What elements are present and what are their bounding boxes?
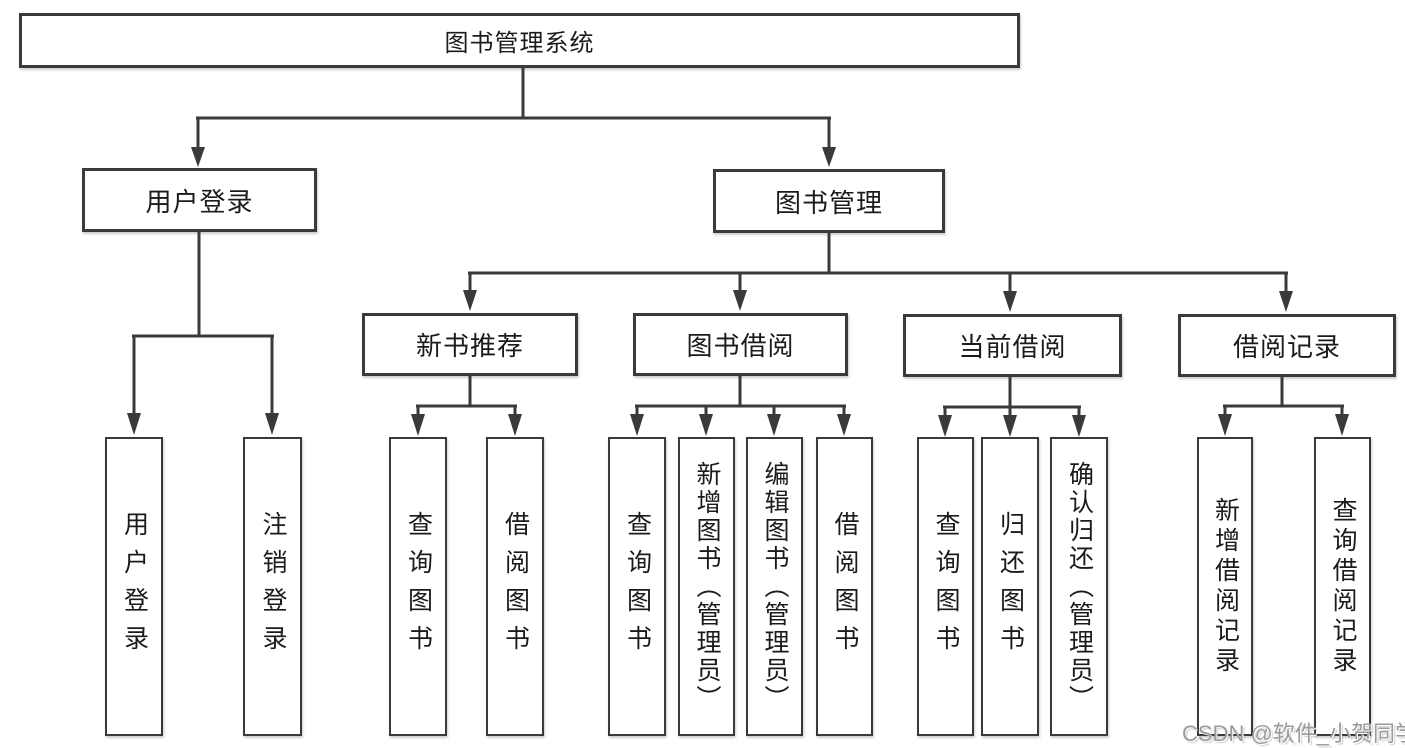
- arrowhead-down-icon: [463, 290, 477, 311]
- node-label: 借阅记录: [1232, 332, 1341, 362]
- node-label: 借阅图书: [501, 510, 530, 663]
- node-query-borrow-record: 查询借阅记录: [1314, 437, 1371, 736]
- node-add-borrow-record: 新增借阅记录: [1197, 437, 1253, 736]
- node-label: 新书推荐: [415, 331, 524, 361]
- connector-user-login-to-children: [127, 232, 279, 435]
- node-label: 查询借阅记录: [1329, 496, 1357, 677]
- arrowhead-down-icon: [1279, 291, 1293, 312]
- node-edit-books-admin: 编辑图书（管理员）: [746, 437, 803, 736]
- arrowhead-down-icon: [127, 413, 141, 435]
- arrowhead-down-icon: [191, 147, 205, 167]
- node-query-books: 查询图书: [608, 437, 666, 736]
- connector-root-to-level2: [191, 68, 836, 167]
- node-current-borrow: 当前借阅: [903, 314, 1122, 377]
- node-logout: 注销登录: [243, 437, 302, 736]
- node-label: 查询图书: [623, 510, 652, 663]
- node-query-books: 查询图书: [389, 437, 447, 736]
- node-label: 当前借阅: [958, 332, 1067, 362]
- connector-book-mgmt-to-level3: [463, 233, 1293, 312]
- node-query-books: 查询图书: [917, 437, 974, 736]
- node-user-login-leaf: 用户登录: [105, 437, 163, 736]
- arrowhead-down-icon: [1335, 414, 1349, 436]
- node-new-book-recommend: 新书推荐: [362, 313, 578, 376]
- node-label: 新增借阅记录: [1211, 496, 1240, 677]
- node-label: 归还图书: [996, 510, 1025, 663]
- node-borrow-records: 借阅记录: [1178, 314, 1396, 377]
- node-label: 新增图书（管理员）: [693, 460, 721, 713]
- node-label: 确认归还（管理员）: [1065, 460, 1094, 713]
- arrowhead-down-icon: [1072, 415, 1086, 437]
- node-label: 注销登录: [259, 510, 287, 663]
- node-borrow-books: 借阅图书: [816, 437, 873, 736]
- connector-borrow-to-children: [630, 376, 851, 436]
- connector-current-to-children: [938, 377, 1086, 437]
- arrowhead-down-icon: [508, 414, 522, 436]
- node-add-books-admin: 新增图书（管理员）: [678, 437, 735, 736]
- arrowhead-down-icon: [1003, 415, 1017, 437]
- node-label: 图书借阅: [686, 331, 795, 361]
- arrowhead-down-icon: [767, 414, 781, 436]
- arrowhead-down-icon: [938, 415, 952, 437]
- node-label: 查询图书: [932, 510, 960, 663]
- node-label: 查询图书: [404, 510, 433, 663]
- node-book-borrow: 图书借阅: [633, 313, 848, 376]
- node-book-management: 图书管理: [713, 169, 945, 233]
- connector-records-to-children: [1218, 377, 1349, 436]
- arrowhead-down-icon: [699, 414, 713, 436]
- arrowhead-down-icon: [837, 414, 851, 436]
- node-label: 编辑图书（管理员）: [761, 460, 789, 713]
- node-label: 用户登录: [145, 186, 254, 217]
- node-label: 图书管理系统: [444, 30, 595, 57]
- node-label: 图书管理: [774, 187, 883, 218]
- arrowhead-down-icon: [822, 147, 836, 167]
- arrowhead-down-icon: [411, 414, 425, 436]
- node-borrow-books: 借阅图书: [486, 437, 544, 736]
- node-user-login: 用户登录: [82, 168, 317, 232]
- arrowhead-down-icon: [1003, 291, 1017, 312]
- node-label: 借阅图书: [831, 510, 859, 663]
- node-label: 用户登录: [120, 510, 149, 663]
- arrowhead-down-icon: [630, 414, 644, 436]
- csdn-watermark: CSDN @软件_小贺同学: [1182, 721, 1405, 746]
- arrowhead-down-icon: [733, 290, 747, 311]
- connector-new-rec-to-children: [411, 376, 522, 436]
- arrowhead-down-icon: [1218, 414, 1232, 436]
- node-return-books: 归还图书: [981, 437, 1039, 736]
- arrowhead-down-icon: [265, 413, 279, 435]
- node-library-management-system: 图书管理系统: [19, 13, 1020, 68]
- node-confirm-return-admin: 确认归还（管理员）: [1050, 437, 1108, 736]
